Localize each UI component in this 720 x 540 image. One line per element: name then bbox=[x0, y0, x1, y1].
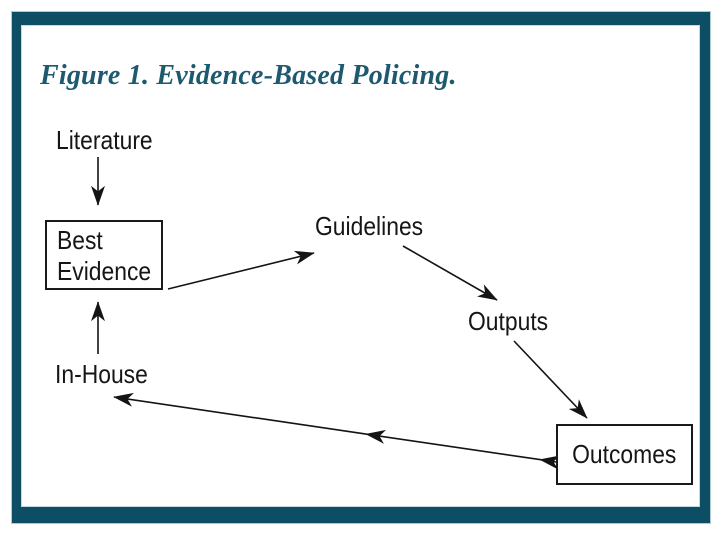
literature-label: Literature bbox=[56, 125, 153, 155]
in-house-label: In-House bbox=[55, 359, 148, 389]
outcomes-label: Outcomes bbox=[572, 439, 677, 469]
guidelines-label: Guidelines bbox=[315, 211, 424, 241]
node-outcomes: Outcomes bbox=[556, 424, 693, 485]
best-evidence-label-line2: Evidence bbox=[57, 256, 152, 286]
figure-title: Figure 1. Evidence-Based Policing. bbox=[40, 60, 457, 91]
node-outputs: Outputs bbox=[468, 306, 559, 337]
node-literature: Literature bbox=[56, 125, 166, 156]
best-evidence-label-line1: Best bbox=[57, 225, 103, 255]
outputs-label: Outputs bbox=[468, 306, 549, 336]
node-best-evidence: Best Evidence bbox=[45, 220, 163, 290]
node-guidelines: Guidelines bbox=[315, 211, 438, 242]
node-in-house: In-House bbox=[55, 359, 161, 390]
